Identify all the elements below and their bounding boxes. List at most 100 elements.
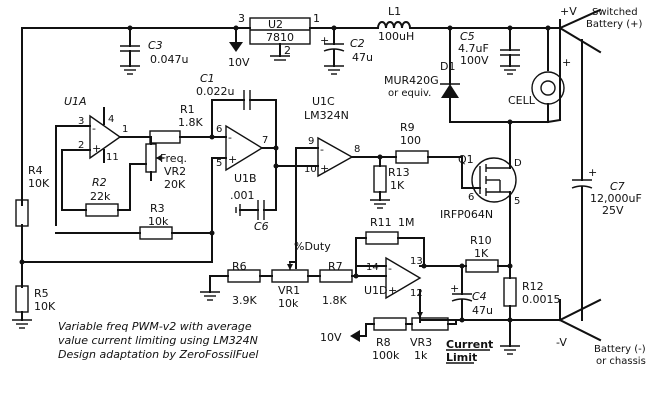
u1b-name: U1B <box>234 172 257 185</box>
c1-capacitor <box>209 90 277 140</box>
c2-plus: + <box>320 34 329 47</box>
r3-name: R3 <box>150 202 165 215</box>
r10-value: 1K <box>474 247 489 260</box>
u1a-pin1: 1 <box>122 124 128 135</box>
u1a-pin4: 4 <box>108 114 114 125</box>
current-limit-chain <box>350 308 457 342</box>
r1-name: R1 <box>180 103 195 116</box>
c3-name: C3 <box>148 39 163 52</box>
current-limit-label-1: Current <box>446 338 493 351</box>
vr1-value: 10k <box>278 297 299 310</box>
u1a-pin2: 2 <box>78 140 84 151</box>
r9-name: R9 <box>400 121 415 134</box>
d1-name: D1 <box>440 60 455 73</box>
v10-top-label: 10V <box>228 56 250 69</box>
r6-value: 3.9K <box>232 294 257 307</box>
d1-note: or equiv. <box>388 88 431 99</box>
vr2-value: 20K <box>164 178 186 191</box>
vr2-name: VR2 <box>164 165 186 178</box>
u2-pin-in: 3 <box>238 12 245 25</box>
vr3-value: 1k <box>414 349 428 362</box>
r3-resistor <box>55 226 213 240</box>
drain-node-wires <box>449 119 549 161</box>
r1-value: 1.8K <box>178 116 203 129</box>
c3-capacitor <box>120 25 140 75</box>
u1c-pin9: 9 <box>308 136 314 147</box>
l1-inductor <box>376 21 412 30</box>
q1-name: Q1 <box>458 153 474 166</box>
c2-value: 47u <box>352 51 373 64</box>
c5-name: C5 <box>460 30 475 43</box>
terminal-pos-label: +V <box>560 5 577 18</box>
u1d-pin13: 13 <box>410 256 423 267</box>
bottom-ground-rail <box>419 298 602 355</box>
r8-value: 100k <box>372 349 400 362</box>
r12-value: 0.0015 <box>522 293 561 306</box>
r13-value: 1K <box>390 179 405 192</box>
u1c-name: U1C <box>312 95 335 108</box>
u1c-opamp <box>273 136 381 269</box>
u1a-pin3: 3 <box>78 116 84 127</box>
q1-pin-d: D <box>514 158 522 169</box>
vr1-name: VR1 <box>278 284 300 297</box>
r12-name: R12 <box>522 280 544 293</box>
u1a-plus: + <box>92 142 101 155</box>
c6-value: .001 <box>230 189 255 202</box>
caption-line-1: Variable freq PWM-v2 with average <box>58 320 252 333</box>
u1d-name: U1D <box>364 284 388 297</box>
c1-name: C1 <box>200 72 215 85</box>
r5-name: R5 <box>34 287 49 300</box>
u1c-plus: + <box>320 162 329 175</box>
r2-name: R2 <box>92 176 107 189</box>
r12-resistor <box>503 269 517 321</box>
c7-capacitor <box>571 39 593 321</box>
r3-value: 10k <box>148 215 169 228</box>
q1-mosfet <box>471 157 517 271</box>
r2-value: 22k <box>90 190 111 203</box>
q1-pin-s: 5 <box>514 196 520 207</box>
r9-resistor <box>377 150 481 189</box>
c4-capacitor <box>451 263 473 321</box>
r2-resistor <box>61 149 147 217</box>
u1a-pin11: 11 <box>106 152 119 163</box>
v10-bottom-label: 10V <box>320 331 342 344</box>
d1-diode <box>440 25 460 123</box>
r8-name: R8 <box>376 336 391 349</box>
u1a-minus: - <box>92 122 96 135</box>
u1b-minus: - <box>228 131 232 144</box>
r7-name: R7 <box>328 260 343 273</box>
d1-part: MUR420G <box>384 74 439 87</box>
r5-value: 10K <box>34 300 56 313</box>
q1-part: IRFP064N <box>440 208 493 221</box>
duty-label: %Duty <box>294 240 331 253</box>
r10-name: R10 <box>470 234 492 247</box>
current-limit-label-2: Limit <box>446 351 477 364</box>
c5-value2: 100V <box>460 54 489 67</box>
r13-name: R13 <box>388 166 410 179</box>
u1c-pin8: 8 <box>354 144 360 155</box>
c7-plus: + <box>588 166 597 179</box>
u1d-plus: + <box>388 284 397 297</box>
r4-value: 10K <box>28 177 50 190</box>
c4-value: 47u <box>472 304 493 317</box>
l1-name: L1 <box>388 5 401 18</box>
u1c-minus: - <box>320 143 324 156</box>
r6-name: R6 <box>232 260 247 273</box>
top-rail-wires <box>21 19 561 321</box>
terminal-pos <box>546 8 602 124</box>
vr2-label: Freq. <box>160 152 187 165</box>
cell-lamp <box>531 25 565 123</box>
u1b-pin7: 7 <box>262 135 268 146</box>
u1a-name: U1A <box>64 95 87 108</box>
c1-value: 0.022u <box>196 85 234 98</box>
r10-resistor <box>465 259 513 273</box>
cell-label: CELL <box>508 94 536 107</box>
u2-name: U2 <box>268 18 283 31</box>
u1c-part: LM324N <box>304 109 349 122</box>
c5-capacitor <box>500 25 520 75</box>
c4-name: C4 <box>472 290 487 303</box>
u1b-plus: + <box>228 153 237 166</box>
c6-name: C6 <box>254 220 269 233</box>
